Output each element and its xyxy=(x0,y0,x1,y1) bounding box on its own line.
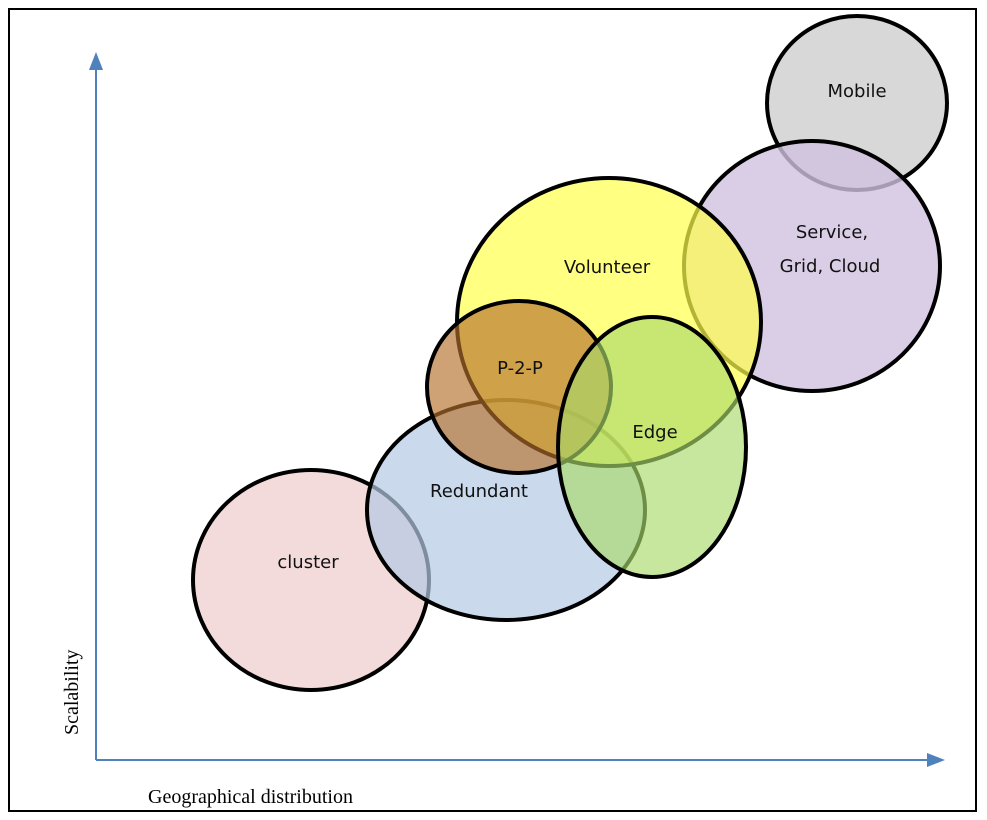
volunteer-label: Volunteer xyxy=(564,257,651,278)
x-axis-label: Geographical distribution xyxy=(148,786,353,808)
x-axis-arrow-icon xyxy=(927,753,945,767)
mobile-label: Mobile xyxy=(827,81,886,102)
y-axis-label: Scalability xyxy=(61,649,83,735)
redundant-label: Redundant xyxy=(430,481,528,502)
service-label-line-2: Grid, Cloud xyxy=(780,256,881,277)
edge-circle xyxy=(556,315,748,579)
edge-label: Edge xyxy=(632,422,677,443)
service-label-line-1: Service, xyxy=(796,222,868,243)
p2p-label: P-2-P xyxy=(497,358,543,379)
y-axis-arrow-icon xyxy=(89,52,103,70)
cluster-label: cluster xyxy=(277,552,339,573)
